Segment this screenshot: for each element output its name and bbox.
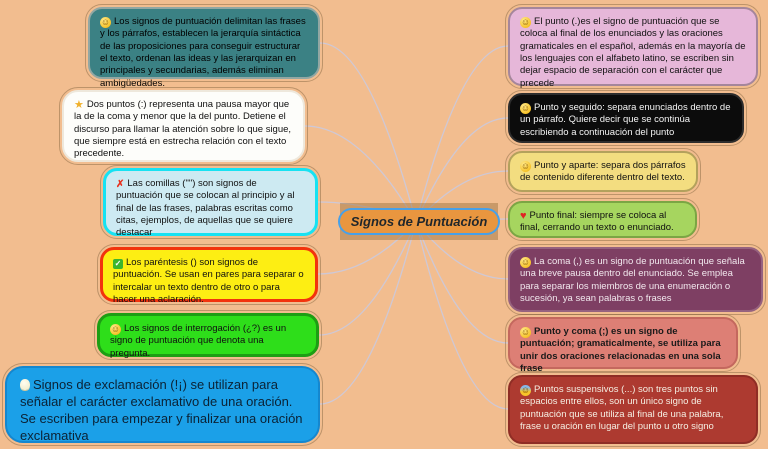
connector [304, 125, 417, 223]
smiley-face-icon: ☺ [110, 324, 121, 335]
smiley-face-icon: ☺ [520, 327, 531, 338]
connector [318, 221, 417, 336]
node-punto-y-coma[interactable]: ☺Punto y coma (;) es un signo de puntuac… [505, 314, 741, 374]
node-dos-puntos[interactable]: ★Dos puntos (:) representa una pausa may… [59, 87, 308, 165]
connector [319, 221, 417, 405]
node-comillas[interactable]: ✗Las comillas ("") son signos de puntuac… [100, 165, 321, 239]
node-text: Los paréntesis () son signos de puntuaci… [113, 257, 304, 306]
connector [319, 42, 417, 223]
central-topic[interactable]: Signos de Puntuación [337, 208, 501, 235]
node-interrogacion[interactable]: ☺Los signos de interrogación (¿?) es un … [94, 310, 322, 360]
red-heart-icon: ♥ [520, 210, 527, 222]
laughing-face-icon: ☺ [520, 161, 531, 172]
red-cross-icon: ✗ [116, 179, 125, 190]
node-text: Punto y coma (;) es un signo de puntuaci… [520, 326, 721, 375]
smiley-face-icon: ☺ [100, 17, 111, 28]
node-text: Las comillas ("") son signos de puntuaci… [116, 178, 295, 239]
central-topic-selection: Signos de Puntuación [337, 203, 501, 240]
node-punto[interactable]: ☺El punto (.)es el signo de puntuación q… [505, 4, 761, 89]
connector [415, 45, 509, 223]
node-definicion[interactable]: ☺Los signos de puntuación delimitan las … [85, 4, 323, 89]
smiley-face-icon: ☺ [520, 257, 531, 268]
node-exclamacion[interactable]: Signos de exclamación (!¡) se utilizan p… [2, 363, 323, 446]
smiley-face-icon: ☺ [520, 17, 531, 28]
light-bulb-icon [20, 379, 30, 390]
node-text: Punto final: siempre se coloca al final,… [520, 210, 674, 234]
node-coma[interactable]: ☺La coma (,) es un signo de puntuación q… [505, 244, 766, 315]
node-text: Punto y seguido: separa enunciados dentr… [520, 102, 731, 138]
node-puntos-suspensivos[interactable]: ☺Puntos suspensivos (...) son tres punto… [505, 372, 761, 447]
node-punto-final[interactable]: ♥Punto final: siempre se coloca al final… [505, 198, 700, 241]
star-icon: ★ [74, 99, 84, 111]
node-text: El punto (.)es el signo de puntuación qu… [520, 16, 746, 89]
node-text: Los signos de puntuación delimitan las f… [100, 16, 306, 89]
node-text: Puntos suspensivos (...) son tres puntos… [520, 384, 724, 433]
node-punto-y-aparte[interactable]: ☺Punto y aparte: separa dos párrafos de … [505, 148, 701, 195]
screaming-face-icon: ☺ [520, 385, 531, 396]
clock-face-icon: ☺ [520, 103, 531, 114]
node-text: Los signos de interrogación (¿?) es un s… [110, 323, 287, 359]
node-text: Punto y aparte: separa dos párrafos de c… [520, 160, 686, 184]
connector [415, 221, 509, 410]
node-text: La coma (,) es un signo de puntuación qu… [520, 256, 745, 305]
connector [415, 221, 509, 344]
connector [415, 117, 509, 223]
check-mark-icon: ✓ [113, 259, 123, 269]
node-text: Dos puntos (:) representa una pausa mayo… [74, 99, 292, 160]
node-text: Signos de exclamación (!¡) se utilizan p… [20, 377, 303, 444]
node-parentesis[interactable]: ✓Los paréntesis () son signos de puntuac… [97, 244, 321, 306]
node-punto-y-seguido[interactable]: ☺Punto y seguido: separa enunciados dent… [505, 90, 747, 146]
